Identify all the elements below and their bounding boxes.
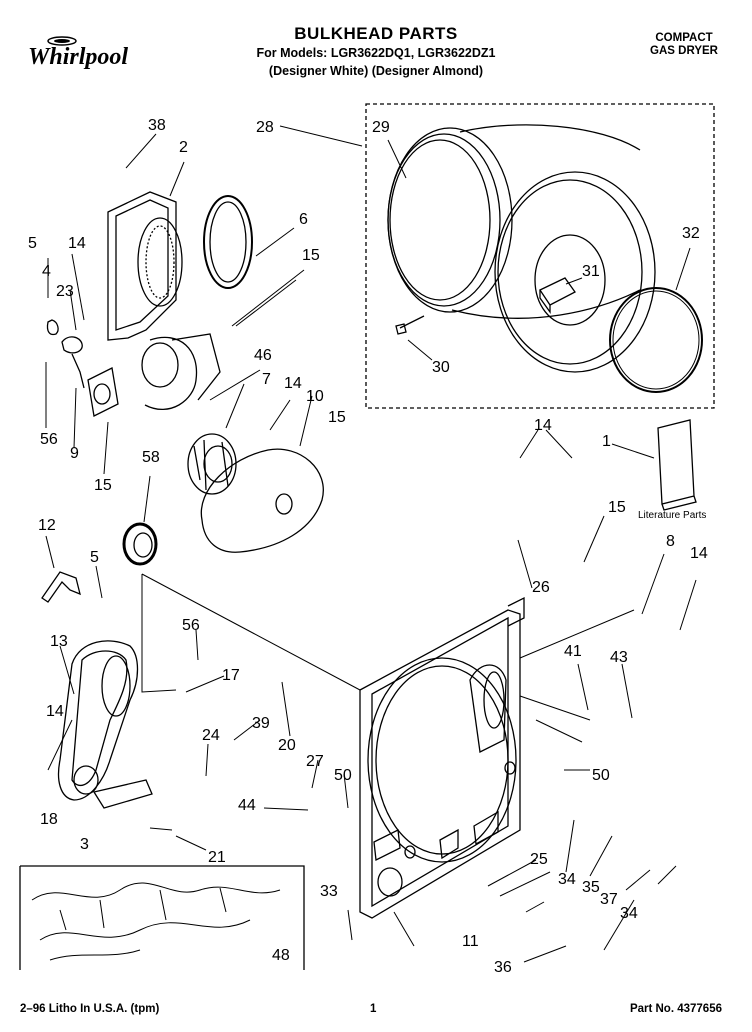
product-type: COMPACT GAS DRYER [650, 32, 718, 58]
callout-18: 18 [40, 811, 58, 828]
footer-part-number: Part No. 4377656 [629, 1003, 722, 1015]
callout-34b: 34 [620, 905, 638, 922]
callout-2: 2 [179, 139, 188, 156]
bracket-18 [92, 779, 153, 809]
brand-wordmark: Whirlpool [28, 44, 129, 70]
callout-14b: 14 [284, 375, 302, 392]
callout-36: 36 [494, 959, 512, 976]
callout-44: 44 [238, 797, 256, 814]
callout-56b: 56 [40, 431, 58, 448]
callout-48: 48 [272, 947, 290, 964]
callout-4: 4 [42, 263, 51, 280]
leader-lines [45, 125, 697, 963]
callout-5a: 5 [28, 235, 37, 252]
callout-1: 1 [602, 433, 611, 450]
callout-17: 17 [222, 667, 240, 684]
callout-5b: 5 [90, 549, 99, 566]
callout-32: 32 [682, 225, 700, 242]
callout-56a: 56 [182, 617, 200, 634]
callout-25: 25 [530, 851, 548, 868]
callout-14d: 14 [690, 545, 708, 562]
blower-housing [107, 191, 183, 341]
bracket-9 [87, 367, 119, 417]
whirlpool-logo [47, 36, 77, 46]
callout-31: 31 [582, 263, 600, 280]
callout-27: 27 [306, 753, 324, 770]
callout-33: 33 [320, 883, 338, 900]
blower-wheel [187, 433, 237, 495]
callout-29: 29 [372, 119, 390, 136]
bracket-23 [61, 336, 83, 354]
footer-litho: 2–96 Litho In U.S.A. (tpm) [20, 1003, 160, 1015]
harness-box [19, 865, 305, 970]
callout-14c: 14 [534, 417, 552, 434]
gasket-6 [203, 195, 253, 289]
seal-58 [122, 522, 158, 566]
variants-line: (Designer White) (Designer Almond) [268, 64, 484, 78]
callout-30: 30 [432, 359, 450, 376]
callout-13: 13 [50, 633, 68, 650]
blower-cover [200, 448, 324, 553]
front-duct [57, 640, 139, 801]
guide-line-right [519, 609, 635, 721]
guide-line-left [141, 573, 361, 693]
callout-6: 6 [299, 211, 308, 228]
callout-10: 10 [306, 388, 324, 405]
callout-46: 46 [254, 347, 272, 364]
callout-58: 58 [142, 449, 160, 466]
product-line-1: COMPACT [655, 32, 713, 44]
front-panel [359, 596, 525, 919]
callout-26: 26 [532, 579, 550, 596]
literature-parts-label: Literature Parts [638, 510, 706, 521]
page-title: BULKHEAD PARTS [294, 24, 458, 43]
callout-14e: 14 [46, 703, 64, 720]
callout-37: 37 [600, 891, 618, 908]
models-line: For Models: LGR3622DQ1, LGR3622DZ1 [256, 46, 496, 60]
callout-20: 20 [278, 737, 296, 754]
callout-21: 21 [208, 849, 226, 866]
footer-page-number: 1 [370, 1003, 377, 1015]
callout-12: 12 [38, 517, 56, 534]
callout-28: 28 [256, 119, 274, 136]
callout-41: 41 [564, 643, 582, 660]
callout-15b: 15 [328, 409, 346, 426]
callout-43: 43 [610, 649, 628, 666]
duct-46 [144, 333, 221, 411]
callout-34a: 34 [558, 871, 576, 888]
callout-7: 7 [262, 371, 271, 388]
callout-50a: 50 [334, 767, 352, 784]
callout-3: 3 [80, 836, 89, 853]
drum-screw [395, 315, 425, 335]
bracket-12 [41, 571, 81, 603]
drum [387, 124, 656, 373]
callout-9: 9 [70, 445, 79, 462]
drum-belt-ring [609, 287, 703, 393]
callout-24: 24 [202, 727, 220, 744]
callout-8: 8 [666, 533, 675, 550]
literature-book-shape [657, 419, 697, 511]
callout-23: 23 [56, 283, 74, 300]
drum-assembly-box [365, 103, 715, 409]
callout-39: 39 [252, 715, 270, 732]
callout-35: 35 [582, 879, 600, 896]
product-line-2: GAS DRYER [650, 45, 718, 57]
callout-50b: 50 [592, 767, 610, 784]
callout-14a: 14 [68, 235, 86, 252]
callout-38: 38 [148, 117, 166, 134]
callout-15d: 15 [94, 477, 112, 494]
callout-11: 11 [462, 933, 479, 950]
callout-15c: 15 [608, 499, 626, 516]
callout-15a: 15 [302, 247, 320, 264]
wiring-harness [31, 882, 281, 961]
